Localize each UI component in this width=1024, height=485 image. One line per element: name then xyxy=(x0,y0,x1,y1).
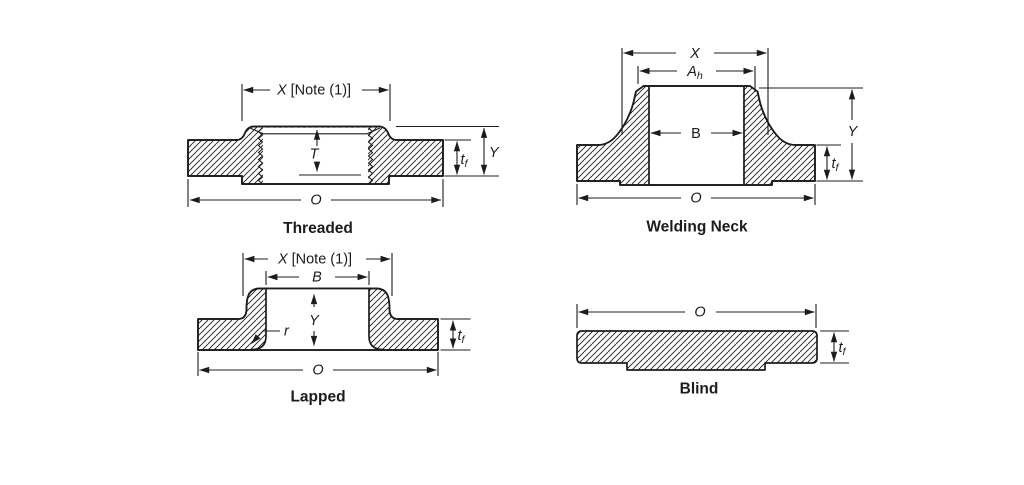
lapped-dim-b: B xyxy=(265,270,370,286)
blind-flange-section xyxy=(576,330,818,371)
dim-label-o: O xyxy=(312,363,323,379)
dim-label-o: O xyxy=(310,193,321,209)
extension-line xyxy=(444,139,499,177)
dim-label-b: B xyxy=(691,126,701,142)
extension-line xyxy=(440,318,471,351)
threaded-flange-outline xyxy=(187,125,444,185)
dim-label-tf: tf xyxy=(832,156,840,174)
dim-label-ah: Ah xyxy=(686,64,703,82)
lapped-dim-o: O xyxy=(197,352,439,379)
extension-line xyxy=(637,66,756,92)
dim-label-b: B xyxy=(312,270,322,286)
blind-caption: Blind xyxy=(680,381,719,398)
dim-label-x: X xyxy=(689,46,701,62)
threaded-dim-y: Y xyxy=(396,125,500,175)
extension-line xyxy=(187,179,444,207)
lapped-caption: Lapped xyxy=(290,389,345,406)
blind-dim-tf: tf xyxy=(820,330,849,364)
extension-line xyxy=(241,84,391,121)
dim-label-x: X[Note (1)] xyxy=(276,83,351,99)
welding-neck-dim-tf: tf xyxy=(816,144,841,180)
lapped-dim-tf: tf xyxy=(440,318,471,351)
threaded-dim-t: T xyxy=(299,129,361,176)
lapped-bore-walls xyxy=(251,288,384,351)
blind-geometry xyxy=(576,330,818,371)
dim-label-y: Y xyxy=(489,145,500,161)
welding-neck-flange-outline xyxy=(576,85,816,186)
dim-label-x: X[Note (1)] xyxy=(277,252,352,268)
extension-line xyxy=(576,304,817,328)
dim-label-tf: tf xyxy=(458,328,466,346)
threaded-geometry xyxy=(187,125,444,185)
threaded-diagram: X[Note (1)] T tf Y O Threaded xyxy=(187,83,500,237)
welding-neck-caption: Welding Neck xyxy=(646,219,748,236)
dim-label-y: Y xyxy=(309,313,320,329)
extension-line xyxy=(197,352,439,376)
blind-diagram: O tf Blind xyxy=(576,304,849,398)
extension-line xyxy=(576,184,816,205)
welding-neck-dim-o: O xyxy=(576,184,816,207)
welding-neck-diagram: X Ah B Y tf O xyxy=(576,46,863,236)
lapped-bore xyxy=(252,289,383,350)
thread-profile-left xyxy=(257,127,264,185)
extension-line xyxy=(820,330,849,364)
dim-label-y: Y xyxy=(848,124,859,140)
dim-label-tf: tf xyxy=(461,152,469,170)
leader-line xyxy=(251,330,280,344)
blind-dim-o: O xyxy=(576,304,817,328)
dim-label-r: r xyxy=(284,324,290,340)
extension-line xyxy=(621,48,769,135)
welding-neck-dim-ah: Ah xyxy=(637,64,756,92)
extension-line xyxy=(242,253,393,296)
welding-neck-bore-walls xyxy=(648,86,745,185)
welding-neck-dim-b: B xyxy=(650,126,743,142)
lapped-dim-r: r xyxy=(251,324,290,344)
lapped-diagram: X[Note (1)] B Y r tf O Lappe xyxy=(197,252,471,406)
dim-label-o: O xyxy=(690,191,701,207)
dim-label-o: O xyxy=(694,305,705,321)
lapped-dim-y: Y xyxy=(309,294,320,346)
thread-profile-right xyxy=(367,127,374,185)
dim-label-tf: tf xyxy=(839,340,847,358)
welding-neck-bore xyxy=(650,87,743,184)
lapped-dim-x: X[Note (1)] xyxy=(242,252,393,296)
threaded-dim-x: X[Note (1)] xyxy=(241,83,391,121)
welding-neck-geometry xyxy=(576,85,816,186)
threaded-dim-tf: tf xyxy=(444,139,499,177)
threaded-dim-o: O xyxy=(187,179,444,209)
threaded-caption: Threaded xyxy=(283,220,353,237)
extension-line xyxy=(759,87,863,182)
welding-neck-dim-x: X xyxy=(621,46,769,135)
extension-line xyxy=(265,271,370,285)
dim-label-t: T xyxy=(310,147,320,163)
lapped-flange-outline xyxy=(197,287,439,351)
welding-neck-dim-y: Y xyxy=(759,87,863,182)
